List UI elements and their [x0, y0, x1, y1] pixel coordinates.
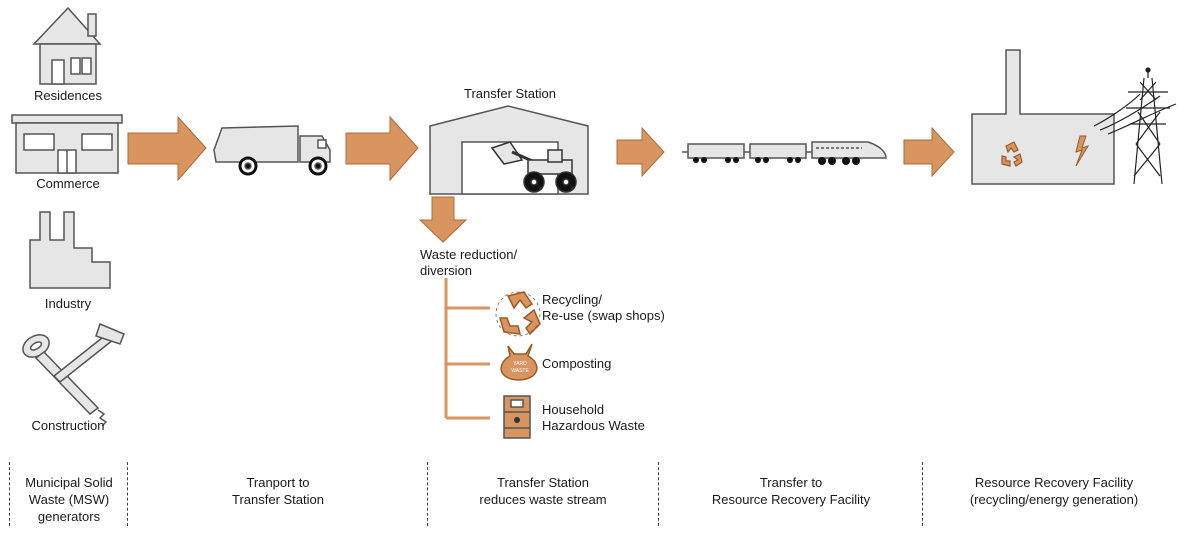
flow-arrow-3: [616, 126, 665, 178]
yard-waste-bag-icon: [500, 343, 538, 381]
diversion-branch-lines: [444, 278, 490, 420]
stage-2-line1: Tranport to: [246, 475, 310, 490]
hazardous-waste-cabinet-icon: [503, 395, 531, 439]
composting-label: Composting: [542, 356, 612, 371]
flow-arrow-1: [127, 115, 207, 182]
recycling-icon: [495, 291, 541, 337]
garbage-truck-icon: [213, 125, 331, 176]
stage-4-line2: Resource Recovery Facility: [711, 492, 871, 507]
bag-text-waste: WASTE: [511, 368, 529, 374]
stage-label-transport: Tranport to Transfer Station: [130, 474, 426, 508]
resource-recovery-building: [971, 49, 1115, 185]
stage-divider-3: [427, 462, 428, 526]
residences-label: Residences: [34, 88, 102, 103]
stage-label-transfer-station: Transfer Station reduces waste stream: [430, 474, 656, 508]
stage-1-line1: Municipal Solid: [25, 475, 113, 490]
lightning-bolt-icon: [1075, 135, 1090, 167]
stage-5-line2: (recycling/energy generation): [969, 492, 1139, 507]
diversion-heading-line2: diversion: [420, 263, 473, 278]
stage-1-line2: Waste (MSW): [28, 492, 110, 507]
stage-divider-1: [9, 462, 10, 526]
stage-divider-4: [658, 462, 659, 526]
stage-label-generators: Municipal Solid Waste (MSW) generators: [12, 474, 126, 525]
recycling-label-line2: Re-use (swap shops): [542, 308, 665, 323]
industry-label: Industry: [44, 296, 92, 311]
flow-arrow-4: [903, 126, 955, 178]
recycling-symbol-icon: [1001, 141, 1023, 167]
commerce-label: Commerce: [36, 176, 100, 191]
stage-1-line3: generators: [37, 509, 101, 524]
construction-label: Construction: [31, 418, 105, 433]
bag-text-yard: YARD: [513, 361, 527, 367]
flow-arrow-2: [345, 115, 419, 182]
diversion-down-arrow: [418, 196, 468, 243]
tools-icon: [22, 322, 125, 427]
recycling-label-line1: Recycling/: [542, 292, 602, 307]
stage-divider-2: [127, 462, 128, 526]
power-line-tower-icon: [1093, 67, 1177, 185]
train-icon: [682, 141, 887, 165]
transfer-station-title: Transfer Station: [463, 86, 556, 101]
hhw-label-line1: Household: [542, 402, 605, 417]
front-loader-icon: [490, 141, 577, 193]
store-icon: [11, 114, 123, 174]
stage-label-transfer-to-rrf: Transfer to Resource Recovery Facility: [661, 474, 921, 508]
stage-3-line2: reduces waste stream: [479, 492, 607, 507]
stage-4-line1: Transfer to: [759, 475, 823, 490]
stage-3-line1: Transfer Station: [496, 475, 589, 490]
factory-icon: [29, 211, 111, 289]
hhw-label-line2: Hazardous Waste: [542, 418, 645, 433]
stage-2-line2: Transfer Station: [231, 492, 324, 507]
stage-5-line1: Resource Recovery Facility: [974, 475, 1134, 490]
stage-divider-5: [922, 462, 923, 526]
stage-label-rrf: Resource Recovery Facility (recycling/en…: [925, 474, 1183, 508]
house-icon: [32, 6, 102, 85]
diversion-heading-line1: Waste reduction/: [420, 247, 518, 262]
